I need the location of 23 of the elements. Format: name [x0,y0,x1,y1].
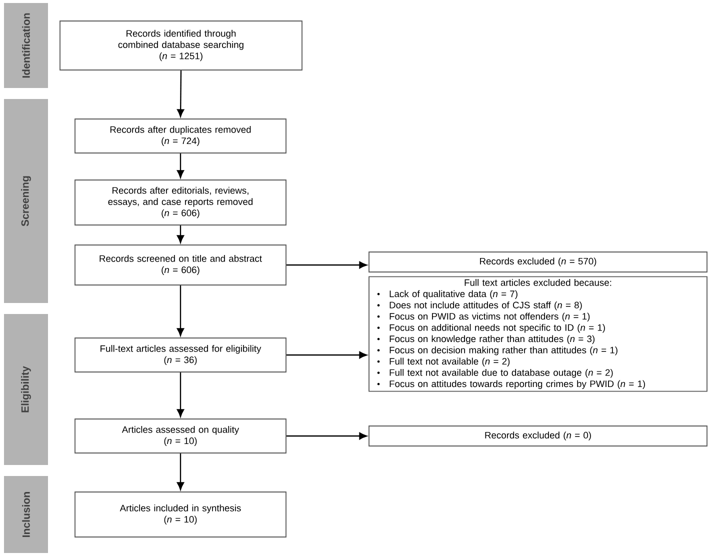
arrow [286,351,368,359]
phase-band: Screening [4,99,48,303]
arrow [176,453,184,490]
process-box: Records excluded (n = 0) [368,426,708,446]
arrow [176,285,184,336]
arrow [176,372,184,418]
arrow [176,153,184,178]
process-box: Records screened on title and abstract (n = 606) [74,244,286,286]
arrow [176,225,184,244]
phase-band: Identification [4,3,48,88]
arrow [286,261,368,269]
arrow [286,432,368,440]
process-box: Articles assessed on quality (n = 10) [74,418,286,454]
process-box: Articles included in synthesis (n = 10) [74,492,286,538]
process-box: Records identified through combined database searching (n = 1251) [60,20,302,70]
process-box: Records after editorials, reviews, essays, and case reports removed (n = 606) [74,180,286,226]
arrow [177,70,184,118]
process-box: Full-text articles assessed for eligibility (n = 36) [74,338,286,372]
phase-band: Inclusion [4,476,48,553]
exclusion-list-box: Full text articles excluded because: Lack of qualitative data (n = 7) Does not include attitudes of CJS staff (n = 8) Focus on PWID as victims not offenders (n = 1) Focus on additional needs not specific to ID (n = 1) Focus on knowledge rather than attitudes (n = 3) Focus on decision making rather than attitudes (n = 1) Full text not available (n = 2) Full text not available due to database outage (n = 2) Focus on attitudes towards reporting crimes by PWID (n = 1) [368,276,708,392]
process-box: Records excluded (n = 570) [368,252,708,272]
process-box: Records after duplicates removed (n = 724) [74,118,286,154]
phase-band: Eligibility [4,314,48,465]
